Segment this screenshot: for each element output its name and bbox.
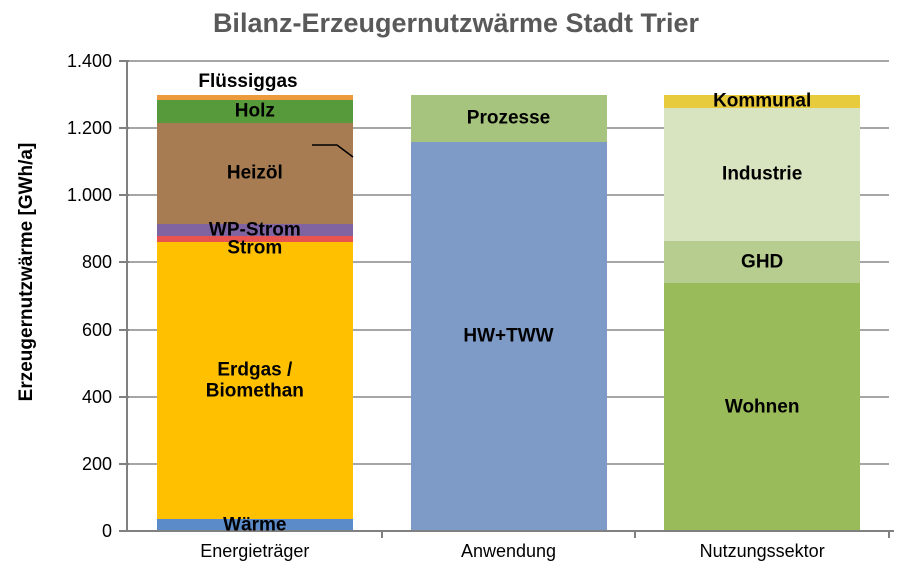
y-tick-mark: [119, 194, 129, 197]
bar-segment-flüssiggas: [156, 94, 353, 100]
y-tick-mark: [119, 60, 129, 62]
y-tick-label: 600: [81, 319, 112, 340]
segment-label-erdgas-biomethan: Erdgas /Biomethan: [205, 359, 304, 402]
y-tick-mark: [119, 261, 129, 264]
fluessiggas-callout-line: [312, 144, 354, 158]
segment-label-wärme: Wärme: [223, 514, 287, 536]
y-tick-mark: [119, 530, 129, 532]
chart-title: Bilanz-Erzeugernutzwärme Stadt Trier: [212, 8, 700, 38]
segment-label-hw+tww: HW+TWW: [463, 325, 554, 347]
y-tick-label: 0: [101, 521, 112, 541]
y-tick-mark: [119, 127, 129, 130]
y-tick-label: 800: [81, 252, 112, 273]
segment-label-kommunal: Kommunal: [713, 90, 812, 112]
bar-segment-heizöl: [156, 123, 353, 224]
bar-segment-wohnen: [664, 282, 861, 531]
x-axis-label-energieträger: Energieträger: [200, 541, 310, 561]
gridline-1400: [128, 60, 889, 63]
x-axis-label-anwendung: Anwendung: [460, 541, 557, 561]
bar-segment-prozesse: [410, 94, 607, 142]
x-axis-line: [128, 530, 894, 532]
segment-label-strom: Strom: [227, 237, 283, 259]
y-tick-mark: [119, 328, 129, 331]
y-axis-title: Erzeugernutzwärme [GWh/a]: [16, 142, 37, 402]
segment-label-ghd: GHD: [741, 250, 784, 272]
y-tick-label: 1.200: [66, 118, 112, 139]
segment-label-industrie: Industrie: [722, 163, 803, 185]
bar-segment-strom: [156, 235, 353, 243]
x-axis-label-nutzungssektor: Nutzungssektor: [699, 541, 825, 561]
y-tick-label: 200: [81, 453, 112, 474]
bar-segment-holz: [156, 99, 353, 124]
bar-segment-hw+tww: [410, 141, 607, 531]
y-tick-label: 400: [81, 386, 112, 407]
y-tick-mark: [119, 395, 129, 398]
segment-label-wp-strom: WP-Strom: [208, 219, 301, 241]
y-tick-label: 1.000: [66, 185, 112, 206]
segment-label-prozesse: Prozesse: [466, 107, 551, 129]
fluessiggas-label: Flüssiggas: [198, 71, 298, 92]
bar-layer: [128, 61, 889, 531]
bar-segment-industrie: [664, 108, 861, 241]
category-tick: [634, 531, 637, 538]
category-tick: [888, 531, 890, 538]
segment-label-wohnen: Wohnen: [724, 396, 800, 418]
bar-segment-erdgas-biomethan: [156, 242, 353, 520]
bar-segment-ghd: [664, 240, 861, 283]
segment-label-heizöl: Heizöl: [226, 162, 283, 184]
category-tick: [380, 531, 383, 538]
y-axis-line: [126, 60, 128, 532]
bar-segment-wp-strom: [156, 223, 353, 236]
y-tick-label: 1.400: [66, 51, 112, 71]
segment-label-holz: Holz: [234, 100, 275, 122]
y-tick-mark: [119, 462, 129, 465]
bar-segment-kommunal: [664, 94, 861, 108]
category-tick-layer: [128, 61, 890, 538]
bar-segment-wärme: [156, 519, 353, 531]
